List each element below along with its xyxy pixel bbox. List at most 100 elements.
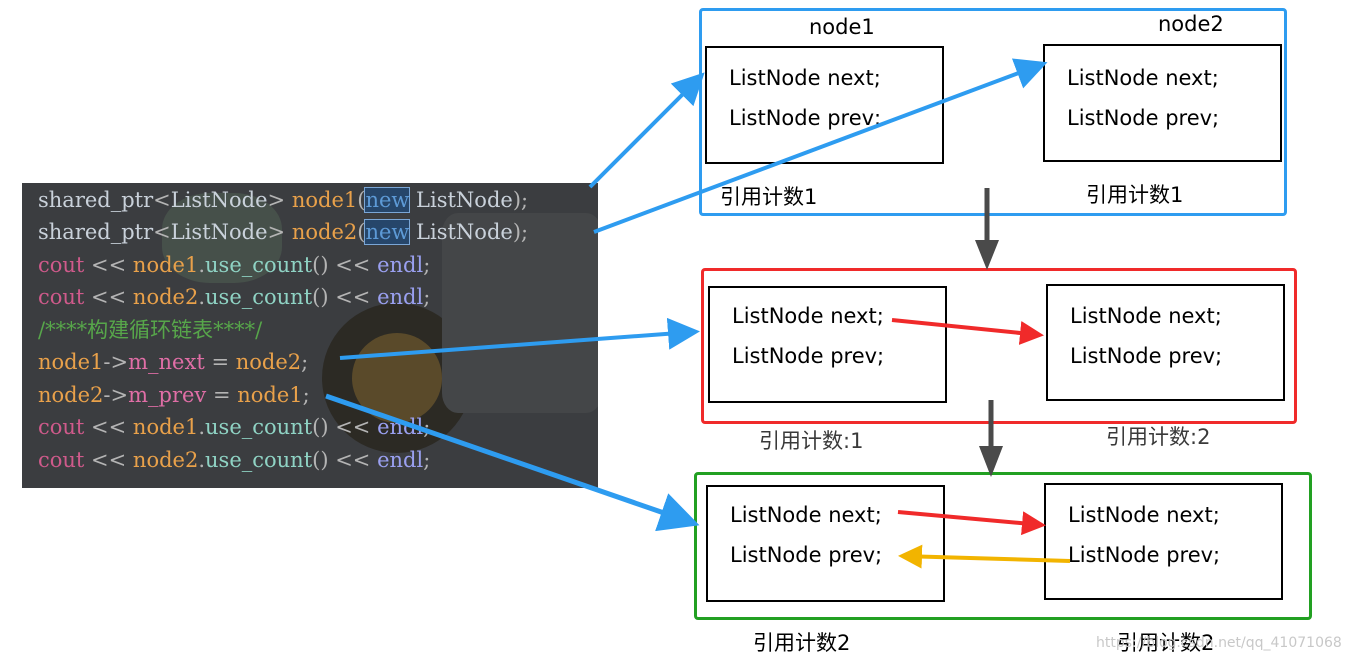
code-line: cout << node2.use_count() << endl; — [38, 282, 430, 312]
code-token: () — [312, 285, 329, 309]
stage1-node2-refcount: 引用计数1 — [1086, 183, 1184, 207]
code-token: = — [204, 350, 236, 374]
code-token: /****构建循环链表****/ — [38, 318, 263, 342]
code-token: ); — [512, 220, 529, 244]
code-line: cout << node1.use_count() << endl; — [38, 250, 430, 280]
code-token: m_prev — [128, 383, 207, 407]
node1-prev-field: ListNode prev; — [729, 106, 882, 130]
code-token: ; — [302, 383, 310, 407]
next-link-arrow-stage2 — [891, 318, 1044, 345]
code-token: ( — [357, 188, 366, 212]
code-panel: shared_ptr<ListNode> node1(new ListNode)… — [22, 183, 598, 488]
stage-arrow-1-2-head — [975, 240, 999, 270]
code-line: node2->m_prev = node1; — [38, 380, 310, 410]
code-line: node1->m_next = node2; — [38, 347, 308, 377]
stage3-node2-box: ListNode next; ListNode prev; — [1044, 483, 1283, 600]
code-token: ); — [512, 188, 529, 212]
code-token: node2 — [291, 220, 358, 244]
code-token: ; — [423, 415, 431, 439]
node2-title: node2 — [1158, 12, 1224, 36]
code-line: shared_ptr<ListNode> node1(new ListNode)… — [38, 185, 528, 215]
code-token: node2 — [132, 285, 199, 309]
code-token: node1 — [291, 188, 358, 212]
code-token: use_count — [205, 253, 313, 277]
code-token: ( — [357, 220, 366, 244]
code-token: node1 — [38, 350, 104, 374]
node1-prev-field: ListNode prev; — [732, 344, 885, 368]
code-token: . — [198, 285, 206, 309]
background-blob — [442, 213, 598, 413]
code-token: . — [198, 415, 206, 439]
code-token: cout — [38, 415, 85, 439]
stage1-frame — [699, 8, 1287, 216]
next-link-arrow-stage3 — [897, 510, 1046, 536]
code-token: node2 — [235, 350, 302, 374]
node2-next-field: ListNode next; — [1070, 304, 1222, 328]
code-token: use_count — [205, 448, 313, 472]
stage3-node1-box: ListNode next; ListNode prev; — [706, 485, 945, 602]
code-token: ListNode — [170, 188, 268, 212]
pointer-arrow-next-assign — [339, 317, 700, 360]
code-token: << — [328, 253, 378, 277]
stage2-frame — [701, 268, 1297, 424]
code-token: node1 — [237, 383, 303, 407]
code-token: = — [206, 383, 238, 407]
code-token: ; — [423, 253, 431, 277]
pointer-arrow-node1-ctor — [588, 72, 705, 189]
code-token: endl — [377, 285, 424, 309]
code-token: < — [153, 188, 171, 212]
code-token: endl — [377, 253, 424, 277]
code-token: shared_ptr — [38, 220, 154, 244]
code-token: () — [312, 448, 329, 472]
node2-prev-field: ListNode prev; — [1067, 106, 1220, 130]
code-token: node1 — [132, 415, 199, 439]
code-token: node2 — [38, 383, 104, 407]
stage3-node1-refcount: 引用计数2 — [753, 631, 851, 655]
pointer-arrow-prev-assign — [325, 393, 700, 532]
stage-arrow-2-3-head — [979, 446, 1003, 477]
code-token: m_next — [128, 350, 205, 374]
node1-next-field: ListNode next; — [729, 66, 881, 90]
code-line: /****构建循环链表****/ — [38, 315, 262, 345]
node1-title: node1 — [809, 15, 875, 39]
node2-next-field: ListNode next; — [1068, 503, 1220, 527]
watermark: https://blog.csdn.net/qq_41071068 — [1096, 635, 1342, 651]
code-token: -> — [103, 383, 129, 407]
code-token: ; — [301, 350, 309, 374]
code-token: node1 — [132, 253, 199, 277]
code-token: << — [328, 415, 378, 439]
stage2-node1-refcount: 引用计数:1 — [759, 429, 864, 453]
code-token: use_count — [205, 415, 313, 439]
code-token: new — [364, 219, 411, 245]
node1-prev-field: ListNode prev; — [730, 543, 883, 567]
code-token: cout — [38, 448, 85, 472]
code-token: ; — [423, 448, 431, 472]
code-token: cout — [38, 285, 85, 309]
node2-prev-field: ListNode prev; — [1068, 543, 1221, 567]
code-token: << — [84, 415, 133, 439]
code-token: ; — [423, 285, 431, 309]
stage2-node2-refcount: 引用计数:2 — [1106, 425, 1211, 449]
code-token: << — [84, 285, 133, 309]
code-token: < — [153, 220, 171, 244]
code-token: > — [267, 220, 292, 244]
code-token: endl — [377, 448, 424, 472]
node2-next-field: ListNode next; — [1067, 66, 1219, 90]
code-token: . — [198, 448, 206, 472]
code-token: use_count — [205, 285, 313, 309]
code-token: > — [267, 188, 292, 212]
code-token: () — [312, 253, 329, 277]
code-token: shared_ptr — [38, 188, 154, 212]
prev-link-arrow-stage3 — [898, 544, 1071, 569]
code-token: () — [312, 415, 329, 439]
stage3-frame — [694, 472, 1312, 620]
background-blob — [162, 193, 282, 283]
stage1-node1-refcount: 引用计数1 — [720, 185, 818, 209]
code-line: cout << node1.use_count() << endl; — [38, 412, 430, 442]
code-token: << — [328, 285, 378, 309]
node2-prev-field: ListNode prev; — [1070, 344, 1223, 368]
stage1-node2-box: ListNode next; ListNode prev; — [1043, 44, 1282, 162]
node1-next-field: ListNode next; — [730, 503, 882, 527]
code-token: << — [328, 448, 378, 472]
code-token: << — [84, 448, 133, 472]
